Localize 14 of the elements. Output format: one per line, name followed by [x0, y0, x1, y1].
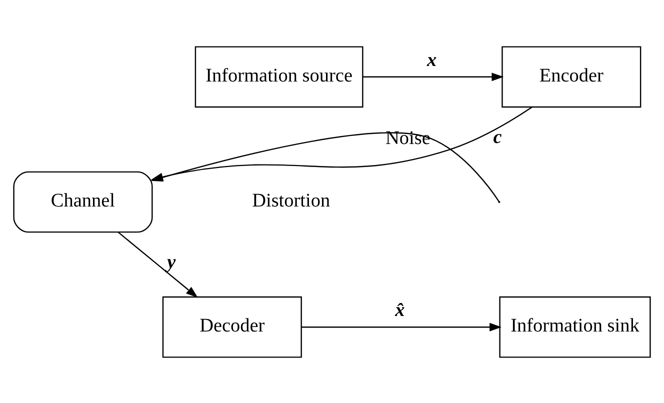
label: Distortion: [252, 190, 330, 212]
edge-label: y: [167, 251, 176, 272]
node-box: Information source: [194, 46, 364, 108]
edge-label: x̂: [395, 300, 405, 321]
edge-label: Noise: [386, 128, 430, 149]
node-box: Channel: [13, 170, 153, 232]
node-box: Decoder: [162, 296, 302, 358]
node-box: Information sink: [499, 296, 651, 358]
arrow: [302, 322, 502, 331]
edge-label: c: [493, 126, 502, 148]
edge-label: x: [427, 49, 437, 70]
arrow: [118, 231, 198, 298]
node-box: Encoder: [502, 46, 642, 108]
arrow: [362, 72, 504, 81]
